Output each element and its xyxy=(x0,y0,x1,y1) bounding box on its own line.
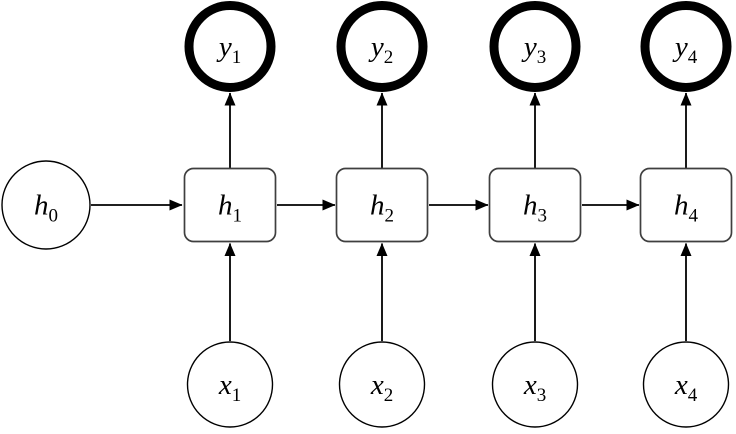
node-x3-label-base: x xyxy=(523,369,537,401)
node-h2-box xyxy=(335,167,429,243)
node-h2-label-base: h xyxy=(370,190,385,222)
node-h0-label-sub: 0 xyxy=(49,206,59,227)
node-h4-label: h4 xyxy=(674,190,699,227)
node-x1-label: x1 xyxy=(218,369,241,406)
node-h1-label-base: h xyxy=(218,190,233,222)
node-y4-label: y4 xyxy=(672,31,698,68)
node-y2-label-sub: 2 xyxy=(384,47,394,68)
node-x2-circle xyxy=(338,341,426,428)
node-x2-label-base: x xyxy=(370,369,384,401)
node-x3-label-sub: 3 xyxy=(537,385,547,406)
node-h4-label-sub: 4 xyxy=(689,206,699,227)
node-h2-label-sub: 2 xyxy=(385,206,395,227)
node-h4-label-base: h xyxy=(674,190,689,222)
node-h0-circle xyxy=(1,160,91,250)
node-y3-label-sub: 3 xyxy=(537,47,547,68)
node-y1-circle xyxy=(184,1,276,92)
node-h0-label: h0 xyxy=(34,190,58,227)
node-y3-label-base: y xyxy=(521,31,537,63)
node-x4-circle xyxy=(642,341,730,428)
node-y1-label-sub: 1 xyxy=(232,47,242,68)
node-y2-label-base: y xyxy=(368,31,384,63)
node-x4-label-base: x xyxy=(674,369,688,401)
node-x1-label-sub: 1 xyxy=(232,385,242,406)
node-y1-label-base: y xyxy=(216,31,232,63)
node-h3-label-base: h xyxy=(523,190,538,222)
node-x1-label-base: x xyxy=(218,369,232,401)
node-y2-circle xyxy=(336,1,428,92)
node-h1-label: h1 xyxy=(218,190,242,227)
node-h3-label: h3 xyxy=(523,190,547,227)
node-x2-label-sub: 2 xyxy=(384,385,394,406)
node-y3-label: y3 xyxy=(521,31,546,68)
node-x4-label-sub: 4 xyxy=(688,385,698,406)
node-h0-label-base: h xyxy=(34,190,49,222)
node-x3-circle xyxy=(491,341,579,428)
node-x2-label: x2 xyxy=(370,369,393,406)
node-h3-label-sub: 3 xyxy=(538,206,548,227)
node-x4-label: x4 xyxy=(674,369,698,406)
node-x3-label: x3 xyxy=(523,369,546,406)
node-y4-circle xyxy=(640,1,732,92)
node-h4-box xyxy=(639,167,733,243)
node-h1-label-sub: 1 xyxy=(233,206,243,227)
node-y1-label: y1 xyxy=(216,31,241,68)
node-x1-circle xyxy=(186,341,274,428)
node-y3-circle xyxy=(489,1,581,92)
node-y2-label: y2 xyxy=(368,31,393,68)
node-y4-label-base: y xyxy=(672,31,688,63)
node-h2-label: h2 xyxy=(370,190,394,227)
node-h1-box xyxy=(183,167,277,243)
node-h3-box xyxy=(488,167,582,243)
node-y4-label-sub: 4 xyxy=(688,47,698,68)
